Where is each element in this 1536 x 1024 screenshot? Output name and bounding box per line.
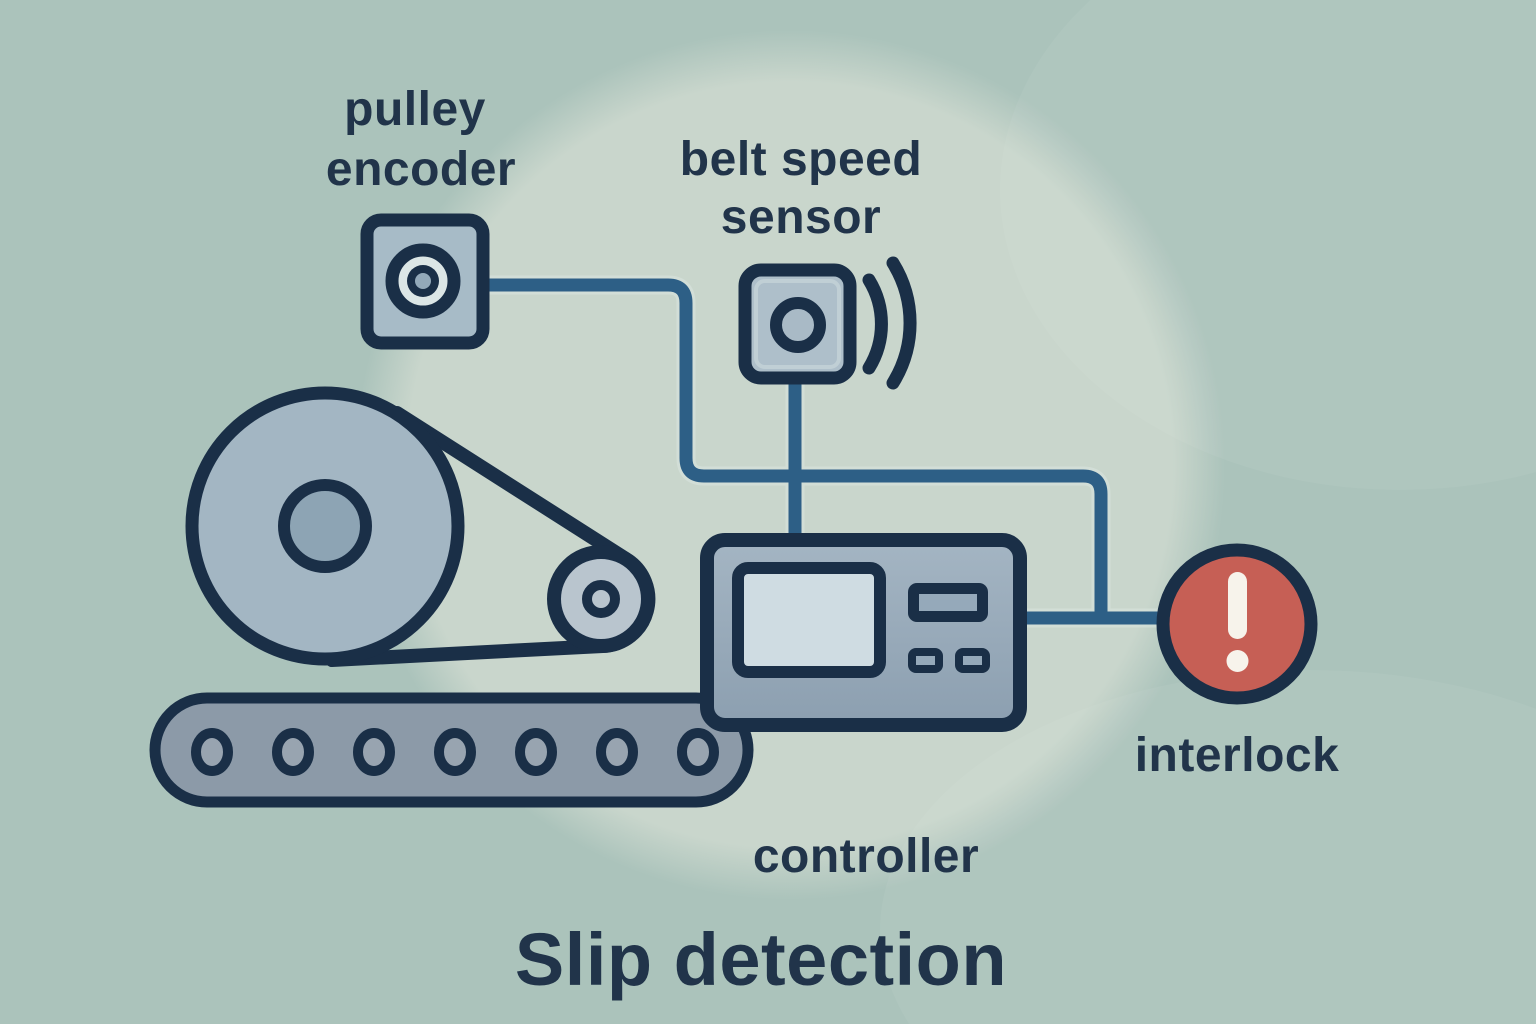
conveyor-track xyxy=(149,692,754,808)
track-roller-hole xyxy=(434,728,476,776)
background-wisp-top xyxy=(1000,0,1536,490)
exclamation-dot xyxy=(1226,650,1249,672)
controller-button-left-face xyxy=(916,656,935,665)
signal-wires xyxy=(483,275,1164,628)
alert-exclamation-icon xyxy=(1226,572,1249,672)
sensor-eye-icon xyxy=(770,297,826,353)
belt-speed-sensor-device xyxy=(738,256,917,390)
track-roller-hole xyxy=(515,728,557,776)
controller-button-right-face xyxy=(963,656,982,665)
sensor-wave-icon xyxy=(862,256,917,390)
pulley-encoder-label-line2: encoder xyxy=(326,143,516,196)
pulley-encoder-label-line1: pulley xyxy=(344,83,486,136)
pulley-encoder-device xyxy=(360,213,490,350)
diagram-title: Slip detection xyxy=(515,918,1007,1001)
interlock-label: interlock xyxy=(1135,729,1340,782)
belt-speed-sensor-label-line2: sensor xyxy=(721,191,881,244)
background-wisp-bottom xyxy=(880,670,1536,1024)
idler-pulley-hub xyxy=(582,580,620,618)
track-roller-hole xyxy=(677,728,719,776)
wire-encoder-to-interlock xyxy=(483,278,1108,613)
track-roller-hole xyxy=(191,728,233,776)
pulley-belt-drive xyxy=(185,386,656,667)
diagram-labels: pulley encoder belt speed sensor control… xyxy=(326,83,1339,1001)
track-roller-hole xyxy=(353,728,395,776)
belt-speed-sensor-label-line1: belt speed xyxy=(680,133,922,186)
exclamation-bar xyxy=(1228,572,1247,639)
drive-pulley-hub xyxy=(278,479,372,573)
controller-display-button-face xyxy=(919,594,977,611)
sensor-housing-inset xyxy=(754,279,841,369)
controller-label: controller xyxy=(753,830,979,883)
encoder-dial-center xyxy=(415,273,431,289)
interlock-indicator xyxy=(1156,543,1318,705)
track-roller-hole xyxy=(272,728,314,776)
controller-device xyxy=(700,533,1027,732)
track-roller-hole xyxy=(596,728,638,776)
controller-screen xyxy=(732,562,886,678)
